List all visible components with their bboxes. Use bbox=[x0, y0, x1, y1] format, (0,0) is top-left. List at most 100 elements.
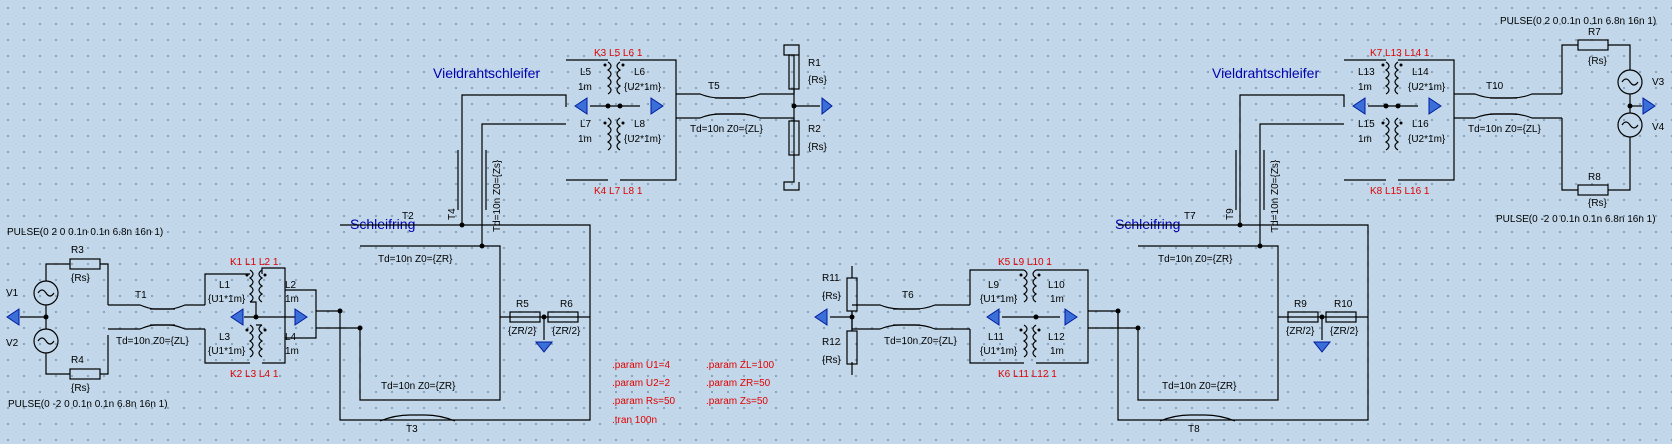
transformer-k5k6[interactable] bbox=[969, 269, 1089, 364]
label-t6: T6 bbox=[902, 290, 914, 301]
port-tr3-right-icon[interactable] bbox=[1064, 308, 1078, 326]
label-r11: R11 bbox=[822, 273, 840, 284]
label-r6: R6 bbox=[560, 299, 573, 310]
label-l14: L14 bbox=[1412, 67, 1429, 78]
port-tr1-left-icon[interactable] bbox=[230, 308, 244, 326]
label-r10: R10 bbox=[1334, 299, 1353, 310]
value-r3: {Rs} bbox=[71, 273, 91, 284]
source-v3[interactable]: V3 bbox=[1617, 69, 1665, 95]
param-u1: .param U1=4 bbox=[612, 360, 671, 371]
value-l6: {U2*1m} bbox=[624, 82, 662, 93]
label-t3: T3 bbox=[406, 424, 418, 435]
pulse-v3-label: PULSE(0 2 0 0.1n 0.1n 6.8n 16n 1) bbox=[1500, 16, 1656, 27]
label-v4: V4 bbox=[1652, 122, 1665, 133]
resistor-r5[interactable] bbox=[509, 311, 541, 323]
label-l5: L5 bbox=[580, 67, 592, 78]
label-t1: T1 bbox=[135, 290, 147, 301]
value-l12: 1m bbox=[1050, 346, 1064, 357]
value-l14: {U2*1m} bbox=[1408, 82, 1446, 93]
value-l3: {U1*1m} bbox=[208, 346, 246, 357]
value-l16: {U2*1m} bbox=[1408, 134, 1446, 145]
label-l2: L2 bbox=[285, 280, 297, 291]
port-tr3-left-icon[interactable] bbox=[986, 308, 1000, 326]
label-r7: R7 bbox=[1588, 27, 1601, 38]
label-v3: V3 bbox=[1652, 77, 1665, 88]
label-r4: R4 bbox=[71, 355, 84, 366]
label-l7: L7 bbox=[580, 119, 592, 130]
port-tr4-left-icon[interactable] bbox=[1352, 97, 1366, 115]
k1-label: K1 L1 L2 1 bbox=[230, 257, 279, 268]
resistor-r3[interactable] bbox=[69, 258, 101, 270]
transformer-k1k2[interactable] bbox=[232, 267, 296, 364]
param-zs: .param Zs=50 bbox=[706, 396, 768, 407]
port-left-icon[interactable] bbox=[6, 308, 20, 326]
source-v4[interactable]: V4 bbox=[1617, 112, 1665, 138]
resistor-r10[interactable] bbox=[1325, 311, 1357, 323]
ground-icon-1 bbox=[534, 341, 554, 353]
k4-label: K4 L7 L8 1 bbox=[594, 186, 643, 197]
label-l6: L6 bbox=[634, 67, 646, 78]
value-l10: 1m bbox=[1050, 294, 1064, 305]
value-r2: {Rs} bbox=[808, 142, 828, 153]
label-l12: L12 bbox=[1048, 332, 1065, 343]
label-l1: L1 bbox=[219, 280, 231, 291]
label-r1: R1 bbox=[808, 58, 821, 69]
param-u2: .param U2=2 bbox=[612, 378, 671, 389]
value-l13: 1m bbox=[1358, 82, 1372, 93]
td-t4: Td=10n Z0={Zs} bbox=[492, 159, 503, 232]
param-zr: .param ZR=50 bbox=[706, 378, 771, 389]
td-t9: Td=10n Z0={Zs} bbox=[1270, 159, 1281, 232]
value-r6: {ZR/2} bbox=[552, 326, 581, 337]
label-r5: R5 bbox=[516, 299, 529, 310]
resistor-r4[interactable] bbox=[69, 368, 101, 380]
td-t5: Td=10n Z0={ZL} bbox=[690, 124, 763, 135]
td-t1: Td=10n Z0={ZL} bbox=[116, 336, 189, 347]
label-v1: V1 bbox=[6, 288, 19, 299]
port-tr1-right-icon[interactable] bbox=[294, 308, 308, 326]
td-t7: Td=10n Z0={ZR} bbox=[1158, 254, 1233, 265]
transformer-k7k8[interactable] bbox=[1344, 59, 1455, 181]
port-right-left-icon[interactable] bbox=[814, 308, 828, 326]
port-right-end-icon[interactable] bbox=[1642, 97, 1656, 115]
label-r3: R3 bbox=[71, 245, 84, 256]
tline-t10[interactable] bbox=[1454, 93, 1562, 119]
schleifring-label-right: Schleifring bbox=[1115, 216, 1180, 232]
vieldraht-label-right: Vieldrahtschleifer bbox=[1212, 65, 1319, 81]
label-t8: T8 bbox=[1188, 424, 1200, 435]
label-v2: V2 bbox=[6, 338, 19, 349]
tline-t1[interactable] bbox=[108, 304, 205, 330]
value-l2: 1m bbox=[285, 294, 299, 305]
value-l11: {U1*1m} bbox=[980, 346, 1018, 357]
pulse-v2-label: PULSE(0 -2 0 0.1n 0.1n 6.8n 16n 1) bbox=[8, 399, 168, 410]
td-t3: Td=10n Z0={ZR} bbox=[381, 381, 456, 392]
value-r5: {ZR/2} bbox=[508, 326, 537, 337]
value-r4: {Rs} bbox=[71, 383, 91, 394]
label-l15: L15 bbox=[1358, 119, 1375, 130]
resistor-r9[interactable] bbox=[1287, 311, 1319, 323]
port-tr2-left-icon[interactable] bbox=[574, 97, 588, 115]
tline-t6[interactable] bbox=[852, 304, 970, 330]
tline-t5[interactable] bbox=[676, 93, 794, 119]
label-l11: L11 bbox=[988, 332, 1004, 343]
label-r2: R2 bbox=[808, 124, 821, 135]
value-l15: 1m bbox=[1358, 134, 1372, 145]
value-l8: {U2*1m} bbox=[624, 134, 662, 145]
label-l16: L16 bbox=[1412, 119, 1429, 130]
value-l1: {U1*1m} bbox=[208, 294, 246, 305]
port-tr4-right-icon[interactable] bbox=[1428, 97, 1442, 115]
resistor-r7[interactable] bbox=[1577, 39, 1609, 51]
resistor-r6[interactable] bbox=[547, 311, 579, 323]
k3-label: K3 L5 L6 1 bbox=[594, 48, 643, 59]
k6-label: K6 L11 L12 1 bbox=[998, 369, 1057, 380]
resistor-r8[interactable] bbox=[1577, 184, 1609, 196]
port-tr2-right-icon[interactable] bbox=[650, 97, 664, 115]
label-r12: R12 bbox=[822, 337, 841, 348]
label-l9: L9 bbox=[988, 280, 1000, 291]
label-t10: T10 bbox=[1486, 81, 1504, 92]
transformer-k3k4[interactable] bbox=[566, 59, 677, 181]
value-l9: {U1*1m} bbox=[980, 294, 1018, 305]
label-l3: L3 bbox=[219, 332, 231, 343]
label-t4: T4 bbox=[447, 208, 458, 220]
